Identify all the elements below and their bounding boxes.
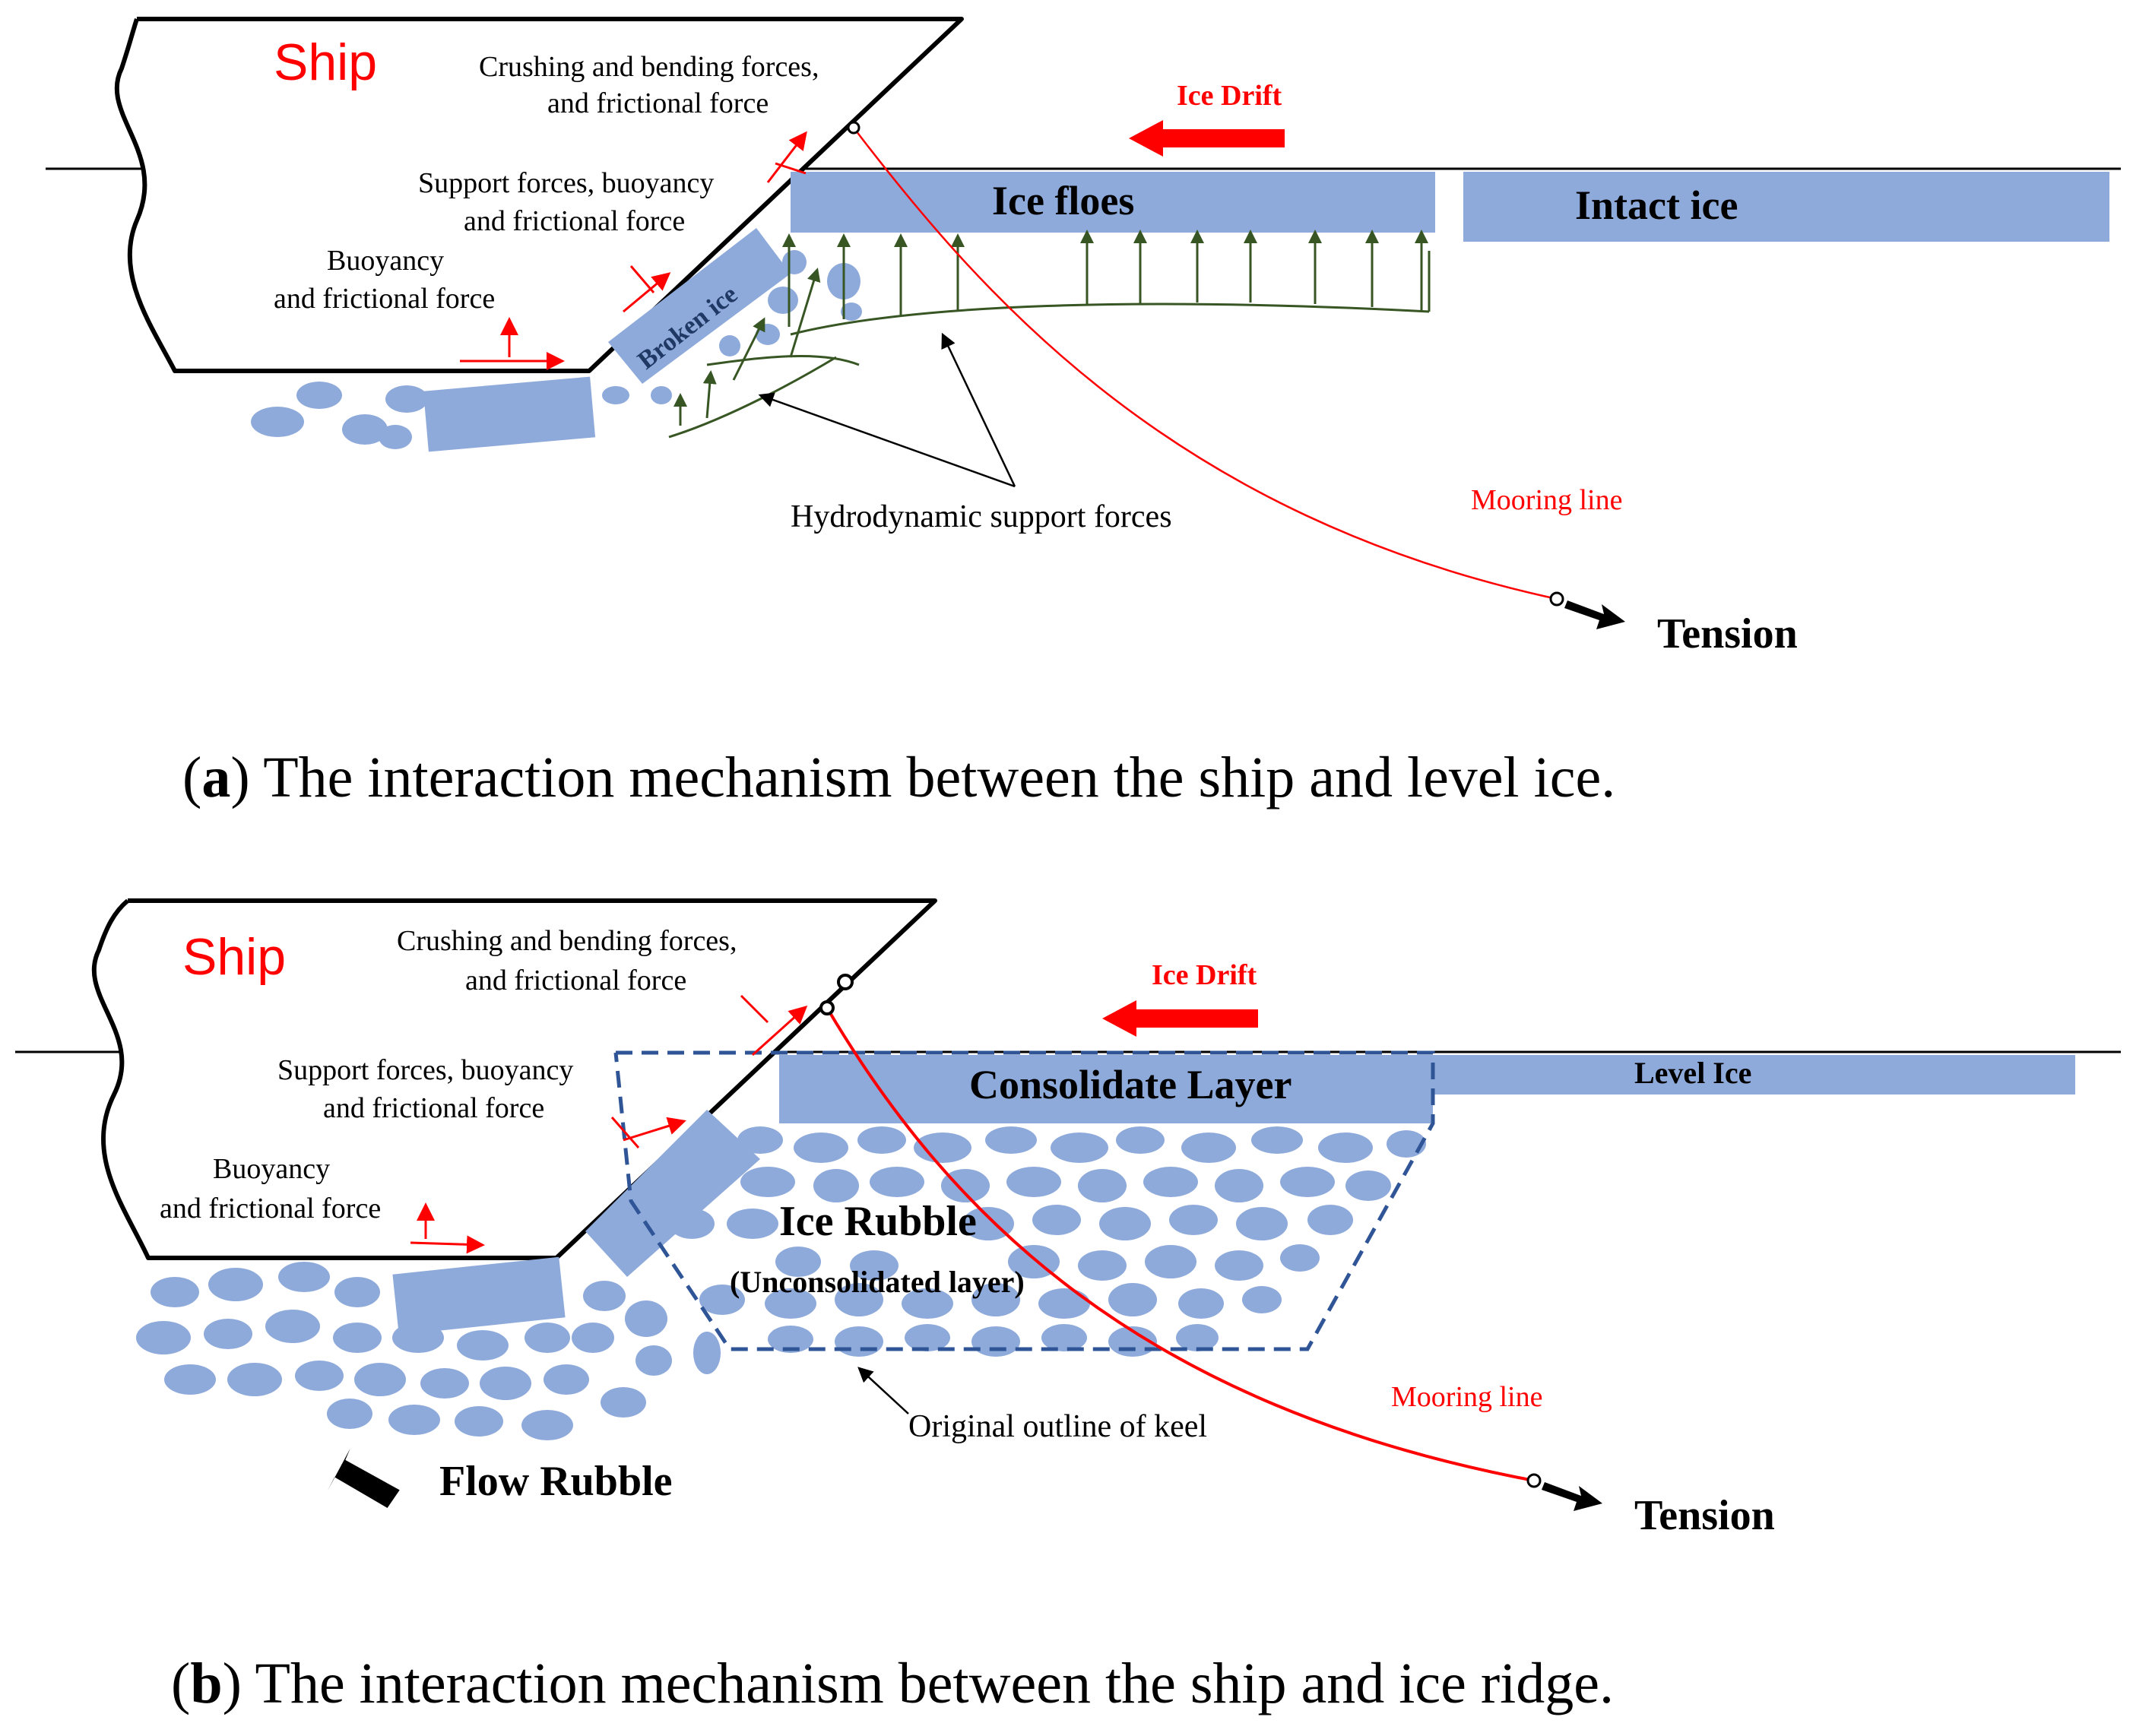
support-label-b-2: and frictional force xyxy=(323,1092,544,1124)
force-arrows-b xyxy=(410,994,808,1254)
caption-a-text: ) The interaction mechanism between the … xyxy=(230,746,1615,809)
bow-slab-b xyxy=(585,1110,760,1277)
caption-a: (a) The interaction mechanism between th… xyxy=(182,746,1615,809)
fairlead-b xyxy=(819,1000,835,1015)
level-ice-block xyxy=(1433,1055,2075,1095)
flow-rubble-pieces xyxy=(136,1262,721,1440)
hydro-arrows xyxy=(673,230,1428,426)
crushing-label-a-2: and frictional force xyxy=(547,87,769,119)
tension-arrow-a xyxy=(1564,600,1625,629)
ice-drift-arrow-shape-a xyxy=(1129,120,1285,157)
support-label-b-1: Support forces, buoyancy xyxy=(277,1054,573,1086)
buoyancy-label-a-2: and frictional force xyxy=(274,283,495,315)
crushing-label-b-2: and frictional force xyxy=(465,965,686,996)
hydro-pointers xyxy=(758,332,1016,488)
flow-rubble-arrow xyxy=(327,1448,400,1508)
buoyancy-label-a-1: Buoyancy xyxy=(327,245,444,277)
ice-drift-label-a: Ice Drift xyxy=(1177,80,1282,112)
support-label-a-1: Support forces, buoyancy xyxy=(418,167,714,199)
hydro-curve-main xyxy=(790,303,1430,336)
anchor-b xyxy=(1526,1473,1542,1488)
intact-ice-block xyxy=(1463,172,2109,242)
fairlead-a xyxy=(847,121,860,135)
panel-a: Ship Crushing and bending forces, and fr… xyxy=(46,17,2121,809)
panel-b: Ship Crushing and bending forces, and fr… xyxy=(15,898,2121,1715)
ship-hull-b xyxy=(91,898,937,1260)
ice-drift-label-b: Ice Drift xyxy=(1152,959,1257,991)
ship-hull xyxy=(114,17,964,373)
tension-arrow-b xyxy=(1542,1482,1602,1511)
ice-floes-block xyxy=(791,172,1435,233)
crushing-label-b-1: Crushing and bending forces, xyxy=(397,925,737,957)
outline-label: Original outline of keel xyxy=(908,1409,1207,1444)
rubble-under-ship xyxy=(251,250,862,452)
unconsolidated-label: (Unconsolidated layer) xyxy=(730,1265,1025,1299)
mooring-line-b xyxy=(826,1006,1535,1482)
hydro-curve-lower xyxy=(668,356,837,439)
force-arrows-a xyxy=(460,131,807,370)
bow-block-b xyxy=(392,1256,566,1335)
ice-rubble-pieces xyxy=(669,1126,1426,1357)
level-ice-label: Level Ice xyxy=(1634,1056,1751,1090)
buoyancy-label-b-2: and frictional force xyxy=(160,1193,381,1224)
caption-b-letter: b xyxy=(190,1652,222,1715)
mooring-line-a xyxy=(853,127,1558,600)
anchor-a xyxy=(1549,591,1564,607)
support-label-a-2: and frictional force xyxy=(464,205,685,237)
broken-ice-slab xyxy=(608,228,791,384)
fairlead-b-top xyxy=(837,974,854,990)
mooring-label-b: Mooring line xyxy=(1391,1381,1542,1413)
flow-rubble-label: Flow Rubble xyxy=(439,1458,673,1505)
ice-floes-label: Ice floes xyxy=(992,178,1134,223)
mooring-label-a: Mooring line xyxy=(1471,484,1622,516)
intact-ice-label: Intact ice xyxy=(1575,182,1738,228)
hydro-curve-mid xyxy=(706,354,860,366)
consolidate-layer-block xyxy=(779,1055,1433,1123)
tension-label-a: Tension xyxy=(1657,610,1798,657)
caption-b-text: ) The interaction mechanism between the … xyxy=(223,1652,1614,1715)
rubble-label: Ice Rubble xyxy=(779,1198,977,1245)
caption-b: (b) The interaction mechanism between th… xyxy=(171,1652,1614,1715)
crushing-label-a-1: Crushing and bending forces, xyxy=(479,51,819,83)
ship-label-a: Ship xyxy=(274,33,377,91)
ice-drift-arrow-shape-b xyxy=(1102,1000,1258,1037)
keel-outline xyxy=(613,1050,1435,1351)
tension-label-b: Tension xyxy=(1634,1492,1775,1539)
consolidate-label: Consolidate Layer xyxy=(969,1062,1292,1107)
caption-a-letter: a xyxy=(201,746,230,809)
hydro-label: Hydrodynamic support forces xyxy=(791,499,1172,534)
ship-label-b: Ship xyxy=(182,928,286,986)
buoyancy-label-b-1: Buoyancy xyxy=(213,1153,330,1185)
outline-pointer xyxy=(857,1367,909,1414)
